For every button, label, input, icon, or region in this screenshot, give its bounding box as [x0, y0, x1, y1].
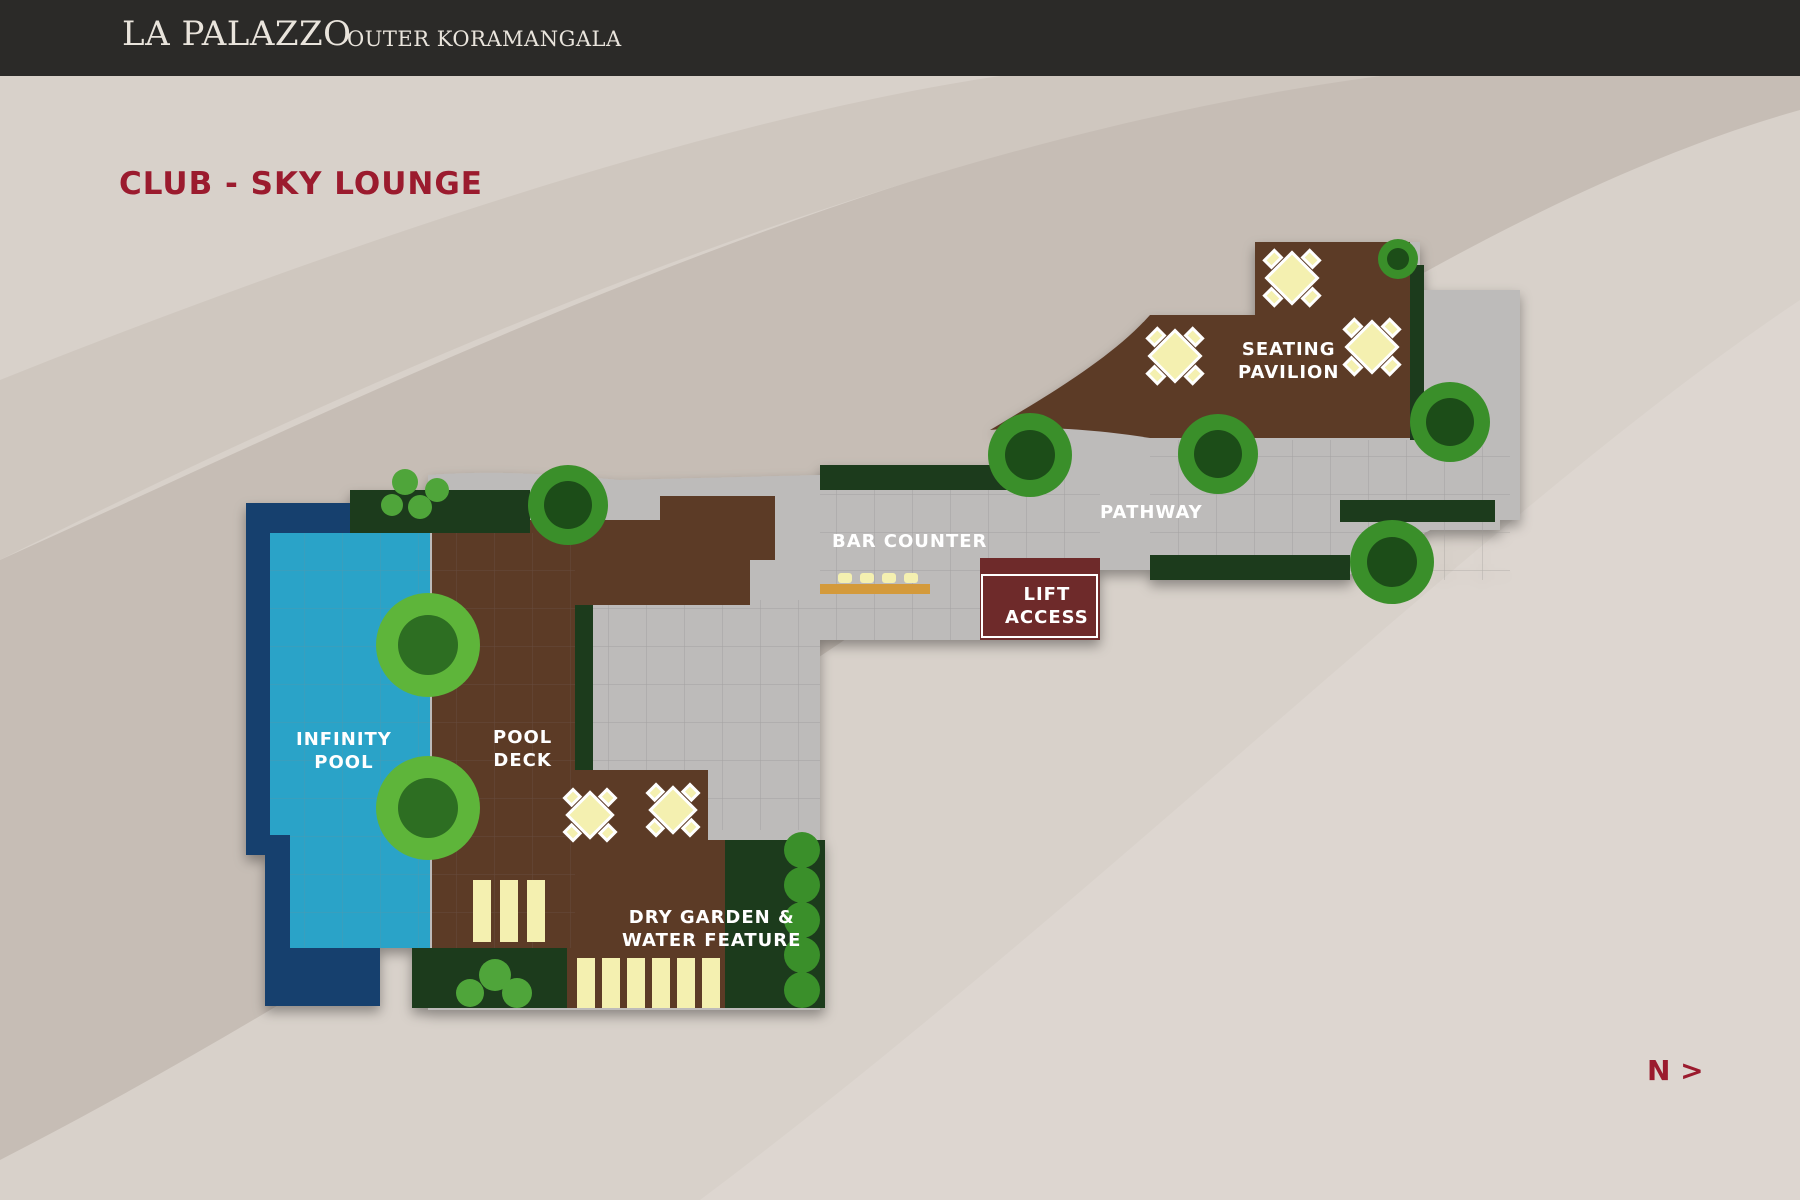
- table-sets: [562, 248, 1402, 843]
- bar-stools: [838, 573, 918, 583]
- brand-logo: LA PALAZZO: [122, 14, 352, 54]
- project-location: OUTER KORAMANGALA: [347, 27, 622, 51]
- label-seating-pavilion: SEATING PAVILION: [1238, 339, 1340, 383]
- label-bar-counter: BAR COUNTER: [832, 531, 988, 552]
- north-indicator: N >: [1647, 1054, 1704, 1087]
- sun-loungers: [473, 880, 720, 1008]
- label-lift-access: LIFT ACCESS: [1005, 584, 1089, 628]
- lift-access-room: [980, 558, 1100, 640]
- label-pool-deck: POOL DECK: [493, 727, 553, 771]
- label-pathway: PATHWAY: [1100, 502, 1203, 523]
- label-infinity-pool: INFINITY POOL: [296, 729, 392, 773]
- label-dry-garden-water-feature: DRY GARDEN & WATER FEATURE: [622, 907, 802, 951]
- bar-counter: [820, 584, 930, 594]
- header-bar: LA PALAZZO OUTER KORAMANGALA: [0, 0, 1800, 76]
- page-title: CLUB - SKY LOUNGE: [119, 166, 483, 202]
- trees: [376, 239, 1490, 1008]
